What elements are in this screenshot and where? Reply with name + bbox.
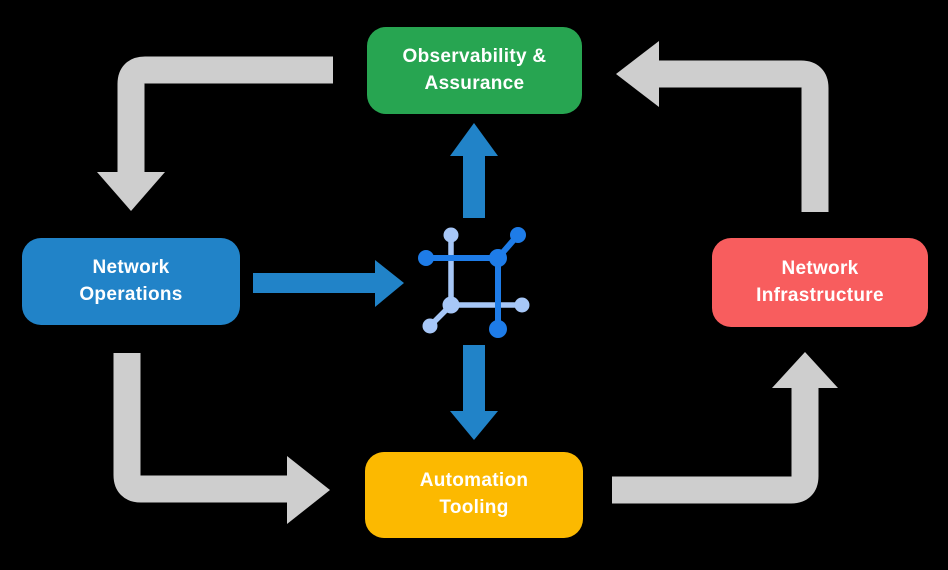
arrow-shaft: [463, 345, 485, 412]
arrow-infrastructure-to-observability: [616, 41, 829, 212]
node-infrastructure: Network Infrastructure: [712, 238, 928, 327]
hub-icon-dark-part: [418, 227, 526, 338]
arrow-shaft: [253, 273, 376, 293]
hub-node-top-right: [510, 227, 526, 243]
arrow-head: [450, 123, 498, 156]
hub-corner-tr: [489, 249, 507, 267]
node-observability: Observability & Assurance: [367, 27, 582, 114]
arrow-automation-to-infrastructure: [612, 352, 838, 504]
hub-node-top: [443, 227, 459, 243]
arrow-operations-to-hub: [253, 260, 404, 307]
node-automation: Automation Tooling: [365, 452, 583, 538]
hub-corner-bl: [442, 296, 460, 314]
arrow-observability-to-operations: [97, 56, 333, 211]
hub-node-bottom: [489, 320, 507, 338]
node-observability-label: Observability & Assurance: [402, 45, 547, 94]
arrow-hub-to-automation: [450, 345, 498, 440]
arrow-head: [772, 352, 838, 388]
arrow-shaft: [113, 353, 288, 503]
arrow-shaft: [659, 60, 829, 212]
arrow-head: [375, 260, 404, 307]
arrow-head: [616, 41, 659, 107]
arrow-operations-to-automation: [113, 353, 330, 524]
node-operations: Network Operations: [22, 238, 240, 325]
node-automation-label: Automation Tooling: [419, 470, 529, 518]
hub-node-right: [514, 297, 530, 313]
hub-node-left: [418, 250, 434, 266]
hub-node-bottom-left: [422, 318, 438, 334]
hub-icon-light-part: [422, 227, 530, 334]
arrow-head: [97, 172, 165, 211]
arrow-head: [450, 411, 498, 440]
arrow-shaft: [463, 155, 485, 218]
network-hub-icon: [418, 227, 530, 338]
arrow-shaft: [117, 56, 333, 173]
node-operations-label: Network Operations: [79, 256, 183, 305]
arrow-hub-to-observability: [450, 123, 498, 218]
node-infrastructure-label: Network Infrastructure: [756, 257, 884, 306]
arrow-shaft: [612, 388, 819, 504]
arrow-head: [287, 456, 330, 524]
